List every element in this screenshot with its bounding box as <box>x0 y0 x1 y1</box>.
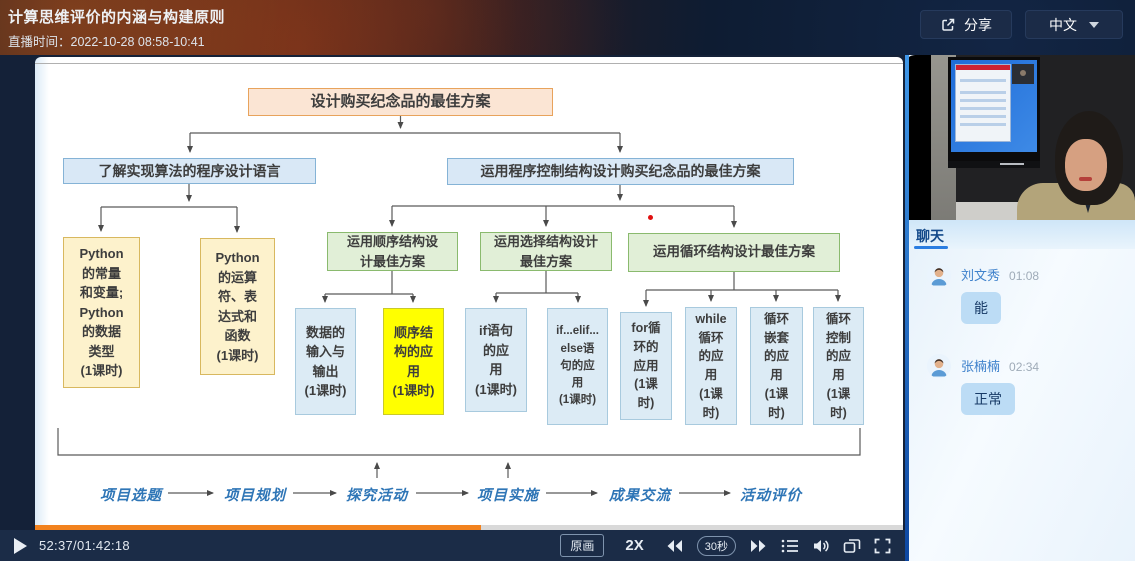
top-bar: 计算思维评价的内涵与构建原则 直播时间：2022-10-28 08:58-10:… <box>0 0 1135 55</box>
flow-step-6: 活动评价 <box>740 488 802 504</box>
diagram-box-io: 数据的 输入与 输出 (1课时) <box>295 308 356 415</box>
chat-message: 张楠楠 02:34 正常 <box>927 354 1135 415</box>
broadcast-time: 直播时间：2022-10-28 08:58-10:41 <box>8 35 205 49</box>
diagram-box-for: for循 环的 应用 (1课 时) <box>620 312 672 420</box>
diagram-box-seq: 运用顺序结构设 计最佳方案 <box>327 232 458 271</box>
webcam-monitor-label <box>1000 163 1024 165</box>
flow-step-1: 项目选题 <box>100 488 162 504</box>
diagram-box-ctrl: 运用程序控制结构设计购买纪念品的最佳方案 <box>447 158 794 185</box>
panel-accent-strip <box>905 55 909 561</box>
webcam-window-row <box>960 123 1006 126</box>
language-label: 中文 <box>1049 16 1077 33</box>
tab-chat[interactable]: 聊天 <box>916 228 944 244</box>
avatar <box>927 263 951 287</box>
webcam-window-row <box>960 99 1006 102</box>
webcam-thumb-person <box>1020 70 1026 76</box>
chat-timestamp: 02:34 <box>1009 360 1040 374</box>
avatar <box>927 354 951 378</box>
chat-sender: 张楠楠 <box>961 359 1001 374</box>
chat-bubble-text: 正常 <box>961 383 1015 415</box>
diagram-box-py1: Python 的常量 和变量; Python 的数据 类型 (1课时) <box>63 237 140 388</box>
skip-30s-button[interactable]: 30秒 <box>696 535 736 556</box>
time-display: 52:37/01:42:18 <box>39 538 130 553</box>
player-control-bar: 52:37/01:42:18 原画 2X 30秒 <box>0 530 905 561</box>
diagram-box-root: 设计购买纪念品的最佳方案 <box>248 88 553 116</box>
diagram-box-if: if语句 的应 用 (1课时) <box>465 308 527 412</box>
chat-panel: 聊天 刘文秀 01:08 能张楠楠 02:34 正常 <box>905 220 1135 561</box>
chat-sender: 刘文秀 <box>961 268 1001 283</box>
webcam-monitor-window <box>955 64 1011 142</box>
webcam-monitor-thumbnail <box>1012 64 1034 84</box>
diagram-box-lctrl: 循环 控制 的应 用 (1课 时) <box>813 307 864 425</box>
fullscreen-icon[interactable] <box>874 538 891 554</box>
webcam-monitor-bar <box>948 161 1040 168</box>
diagram-box-seqapp: 顺序结 构的应 用 (1课时) <box>383 308 444 415</box>
diagram-box-nest: 循环 嵌套 的应 用 (1课 时) <box>750 307 803 425</box>
flow-step-3: 探究活动 <box>346 488 408 504</box>
play-button[interactable] <box>14 537 27 554</box>
flow-step-4: 项目实施 <box>477 488 539 504</box>
diagram-box-while: while 循环 的应 用 (1课 时) <box>685 307 737 425</box>
webcam-monitor-screen <box>951 60 1037 152</box>
share-button[interactable]: 分享 <box>920 10 1012 39</box>
diagram-box-loop: 运用循环结构设计最佳方案 <box>628 233 840 272</box>
webcam-window-row <box>960 115 1006 118</box>
flow-step-5: 成果交流 <box>609 488 671 504</box>
video-surface-slide[interactable]: 设计购买纪念品的最佳方案了解实现算法的程序设计语言 运用程序控制结构设计购买纪念品… <box>35 57 903 525</box>
chat-message-list: 刘文秀 01:08 能张楠楠 02:34 正常 <box>905 249 1135 561</box>
rewind-icon[interactable] <box>665 538 684 554</box>
playback-speed-button[interactable]: 2X <box>625 537 644 554</box>
webcam-window-row <box>960 91 1006 94</box>
slide-top-rule <box>35 63 903 64</box>
mirror-screen-icon[interactable] <box>843 538 861 554</box>
language-selector[interactable]: 中文 <box>1025 10 1123 39</box>
quality-button[interactable]: 原画 <box>560 534 605 557</box>
webcam-window-row <box>960 79 1006 82</box>
chat-header: 聊天 <box>905 220 1135 249</box>
video-progress-bar[interactable] <box>35 525 903 530</box>
diagram-box-ifelif: if...elif... else语 句的应 用 (1课时) <box>547 308 608 425</box>
share-label: 分享 <box>964 16 992 33</box>
video-progress-fill <box>35 525 482 530</box>
diagram-box-lang: 了解实现算法的程序设计语言 <box>63 158 316 184</box>
diagram-connectors <box>57 116 861 496</box>
webcam-monitor <box>948 57 1040 161</box>
presenter-face <box>1065 139 1107 191</box>
flow-step-2: 项目规划 <box>224 488 286 504</box>
playlist-icon[interactable] <box>781 538 799 554</box>
presenter-lips <box>1079 177 1092 181</box>
fast-forward-icon[interactable] <box>749 538 768 554</box>
diagram-box-py2: Python 的运算 符、表 达式和 函数 (1课时) <box>200 238 275 375</box>
webcam-window-titlebar <box>956 65 1010 70</box>
chat-bubble-text: 能 <box>961 292 1001 324</box>
side-panel: 聊天 刘文秀 01:08 能张楠楠 02:34 正常 <box>905 55 1135 561</box>
page-title: 计算思维评价的内涵与构建原则 <box>8 9 226 26</box>
video-player: 设计购买纪念品的最佳方案了解实现算法的程序设计语言 运用程序控制结构设计购买纪念品… <box>0 55 905 561</box>
webcam-video <box>905 55 1135 220</box>
laser-pointer-dot <box>648 215 653 220</box>
webcam-window-row <box>960 107 1006 110</box>
chat-message: 刘文秀 01:08 能 <box>927 263 1135 324</box>
chat-tab-underline <box>914 246 948 249</box>
chevron-down-icon <box>1089 21 1099 28</box>
chat-timestamp: 01:08 <box>1009 269 1040 283</box>
share-icon <box>942 18 955 31</box>
diagram-box-sel: 运用选择结构设计 最佳方案 <box>480 232 612 271</box>
volume-icon[interactable] <box>812 538 830 554</box>
